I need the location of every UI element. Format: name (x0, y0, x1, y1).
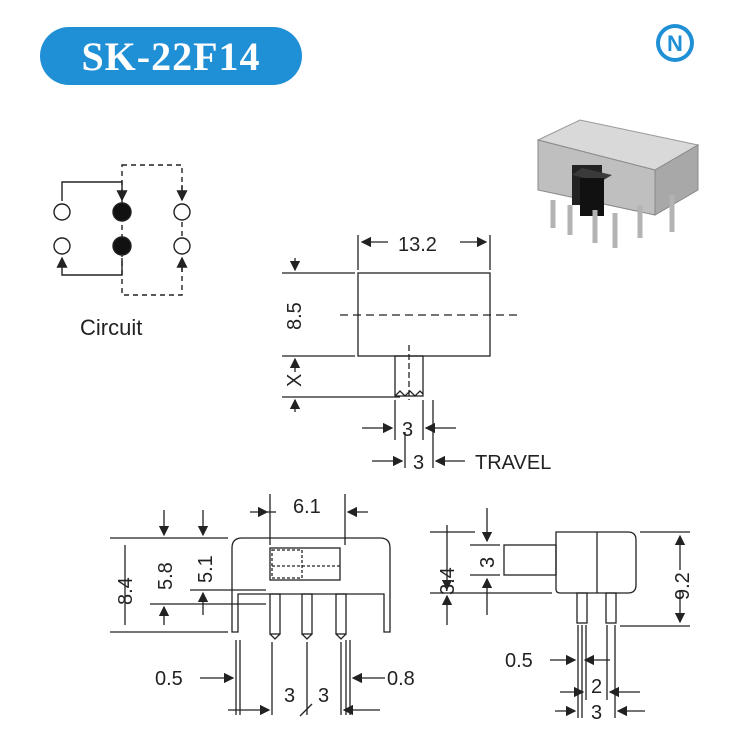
terminal-open (173, 237, 191, 255)
circuit-dashed-box (121, 164, 183, 296)
circuit-diagram (53, 164, 191, 296)
dim-front-pin-width: 0.8 (387, 668, 415, 690)
dim-side-lever-offset: 3.4 (437, 567, 459, 595)
terminal-common (112, 202, 132, 222)
dim-front-inner-height: 5.1 (195, 555, 217, 583)
dim-front-pitch-1: 3 (284, 685, 295, 707)
brand-logo-icon: N (656, 24, 694, 62)
dim-x-label: X (284, 374, 306, 387)
terminal-open (53, 237, 71, 255)
dim-side-height: 9.2 (672, 572, 694, 600)
terminal-open (53, 203, 71, 221)
side-body-outline (555, 531, 637, 594)
dim-lever: 3 (402, 419, 413, 441)
side-lever-outline (503, 544, 557, 576)
product-photo (536, 119, 700, 248)
front-body-outline (231, 537, 391, 633)
dim-front-mid-height: 5.8 (155, 562, 177, 590)
model-badge: SK-22F14 (40, 27, 302, 85)
dim-top-height: 8.5 (284, 302, 306, 330)
model-title: SK-22F14 (81, 33, 261, 79)
dim-side-lever-height: 3 (477, 557, 499, 568)
top-view-drawing (282, 235, 520, 468)
dim-travel: 3 (413, 452, 424, 474)
dim-top-width: 13.2 (398, 234, 437, 256)
dim-front-pitch-2: 3 (318, 685, 329, 707)
dim-side-pin-span: 3 (591, 702, 602, 724)
circuit-label: Circuit (80, 315, 142, 340)
dim-side-pin-gap: 2 (591, 676, 602, 698)
terminal-common (112, 236, 132, 256)
dim-front-pin-thick: 0.5 (155, 668, 183, 690)
dim-front-total-height: 8.4 (115, 577, 137, 605)
dim-front-top-width: 6.1 (293, 496, 321, 518)
front-view-drawing (110, 494, 391, 717)
travel-label: TRAVEL (475, 452, 551, 474)
dim-side-pin-thick: 0.5 (505, 650, 533, 672)
brand-letter: N (667, 31, 683, 56)
side-view-drawing (430, 508, 690, 718)
terminal-open (173, 203, 191, 221)
